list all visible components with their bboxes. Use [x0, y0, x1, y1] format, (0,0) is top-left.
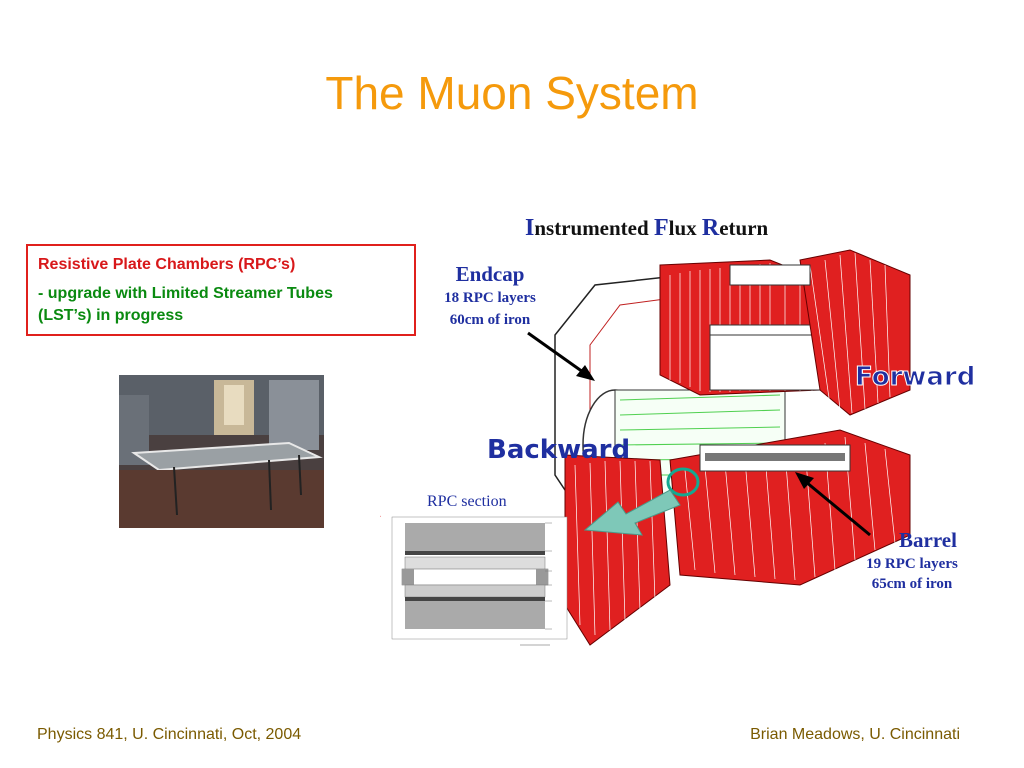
ifr-header-part2: lux [669, 216, 702, 240]
endcap-title: Endcap [456, 262, 525, 286]
rpc-cross-section [391, 516, 568, 646]
ifr-header-f: F [654, 215, 669, 241]
rpc-heading: Resistive Plate Chambers (RPC’s) [38, 256, 296, 273]
footer-left: Physics 841, U. Cincinnati, Oct, 2004 [37, 726, 302, 743]
endcap-iron: 60cm of iron [450, 312, 531, 328]
barrel-iron: 65cm of iron [872, 576, 953, 592]
rpc-info-box: Resistive Plate Chambers (RPC’s) - upgra… [26, 244, 416, 336]
svg-text:Instrumented Flux Return: Instrumented Flux Return [525, 215, 769, 241]
ifr-header-part1: nstrumented [534, 216, 654, 240]
ifr-detector-diagram: Instrumented Flux Return Endcap 18 RPC l… [380, 215, 976, 646]
rpc-chamber-photo [119, 375, 324, 528]
barrel-layers: 19 RPC layers [866, 556, 958, 572]
ifr-header-part3: eturn [719, 216, 768, 240]
backward-label: Backward [487, 435, 630, 465]
ifr-header-r: R [702, 215, 720, 241]
rpc-upgrade-note: - upgrade with Limited Streamer Tubes (L… [38, 283, 414, 327]
rpc-upgrade-line-b: (LST’s) in progress [38, 307, 184, 324]
ifr-header-i: I [525, 215, 534, 241]
rpc-section-label: RPC section [427, 493, 507, 510]
barrel-title: Barrel [899, 528, 957, 552]
rpc-upgrade-line-a: - upgrade with Limited Streamer Tubes [38, 285, 333, 302]
slide-title: The Muon System [325, 67, 699, 119]
footer-right: Brian Meadows, U. Cincinnati [750, 726, 960, 743]
endcap-layers: 18 RPC layers [444, 290, 536, 306]
forward-label: Forward [855, 362, 975, 392]
